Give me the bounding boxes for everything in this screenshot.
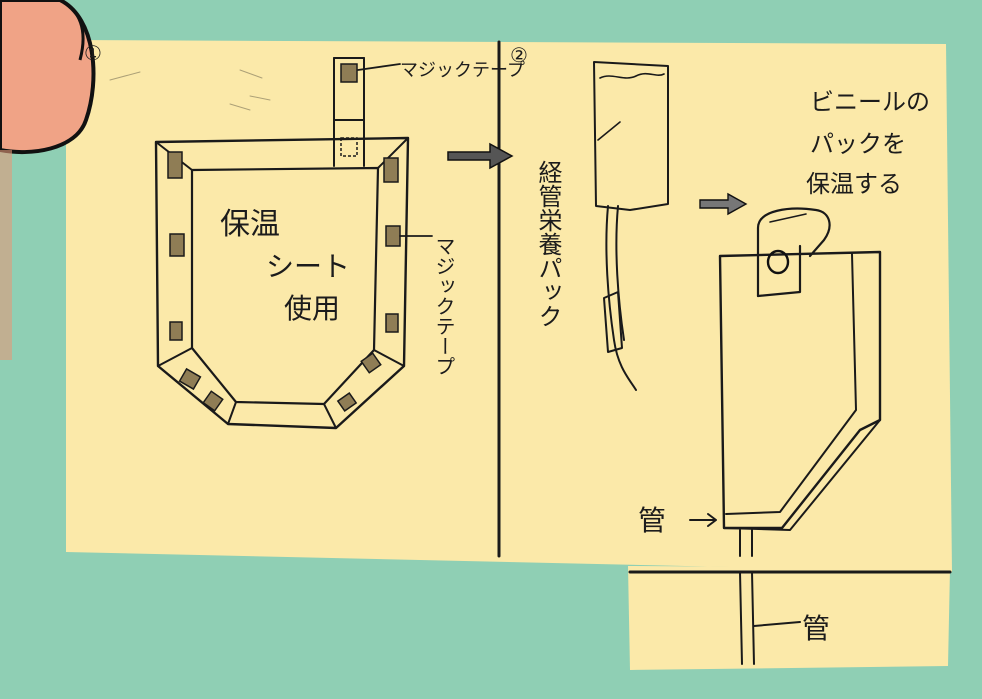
arrow-right-icon bbox=[447, 142, 514, 170]
paper-main bbox=[66, 40, 952, 572]
pack-label: 経管栄養パック bbox=[534, 160, 562, 328]
label-top-leader bbox=[357, 63, 401, 71]
note-line-3: 保温する bbox=[806, 170, 902, 198]
pouch-text-line-1: 保温 bbox=[220, 207, 280, 242]
paper-lower bbox=[628, 566, 950, 670]
panel-1-number: ① bbox=[84, 41, 102, 65]
tube-lower bbox=[739, 571, 801, 665]
pouch-text-line-3: 使用 bbox=[284, 292, 340, 325]
velcro-patches-right bbox=[383, 157, 401, 333]
arrow-right-icon bbox=[699, 192, 748, 216]
tube-label-arrow bbox=[689, 513, 717, 527]
panel-3: 管 bbox=[739, 571, 830, 665]
panel-2-number: ② bbox=[510, 43, 528, 67]
panel-2: ② 経管栄養パック ビニールの パックを 保温する bbox=[510, 43, 930, 557]
finger-nail bbox=[59, 0, 85, 61]
velcro-patches-bottom bbox=[178, 352, 382, 412]
tube-label-panel-2: 管 bbox=[638, 504, 666, 537]
paper-sheets bbox=[66, 40, 952, 670]
panel-1: ① bbox=[84, 41, 525, 430]
strap-top bbox=[333, 57, 365, 167]
tube-upper bbox=[739, 529, 753, 557]
note-line-1: ビニールの bbox=[810, 88, 930, 116]
velcro-patches-left bbox=[167, 151, 185, 341]
panel-dividers bbox=[497, 40, 952, 574]
tape-label-side: マジックテープ bbox=[432, 236, 456, 376]
tape-label-top: マジックテープ bbox=[400, 60, 525, 81]
pack-cover bbox=[718, 207, 882, 531]
sketch-marks bbox=[109, 69, 271, 111]
finger-shadow bbox=[0, 150, 12, 360]
finger bbox=[0, 0, 96, 360]
velcro-patch-strap bbox=[340, 63, 358, 83]
note-line-2: パックを bbox=[810, 130, 906, 158]
tube-label-panel-3: 管 bbox=[802, 612, 830, 645]
snap-button-icon bbox=[766, 249, 790, 275]
feeding-pack bbox=[593, 61, 669, 391]
pouch-text-line-2: シート bbox=[266, 250, 350, 283]
